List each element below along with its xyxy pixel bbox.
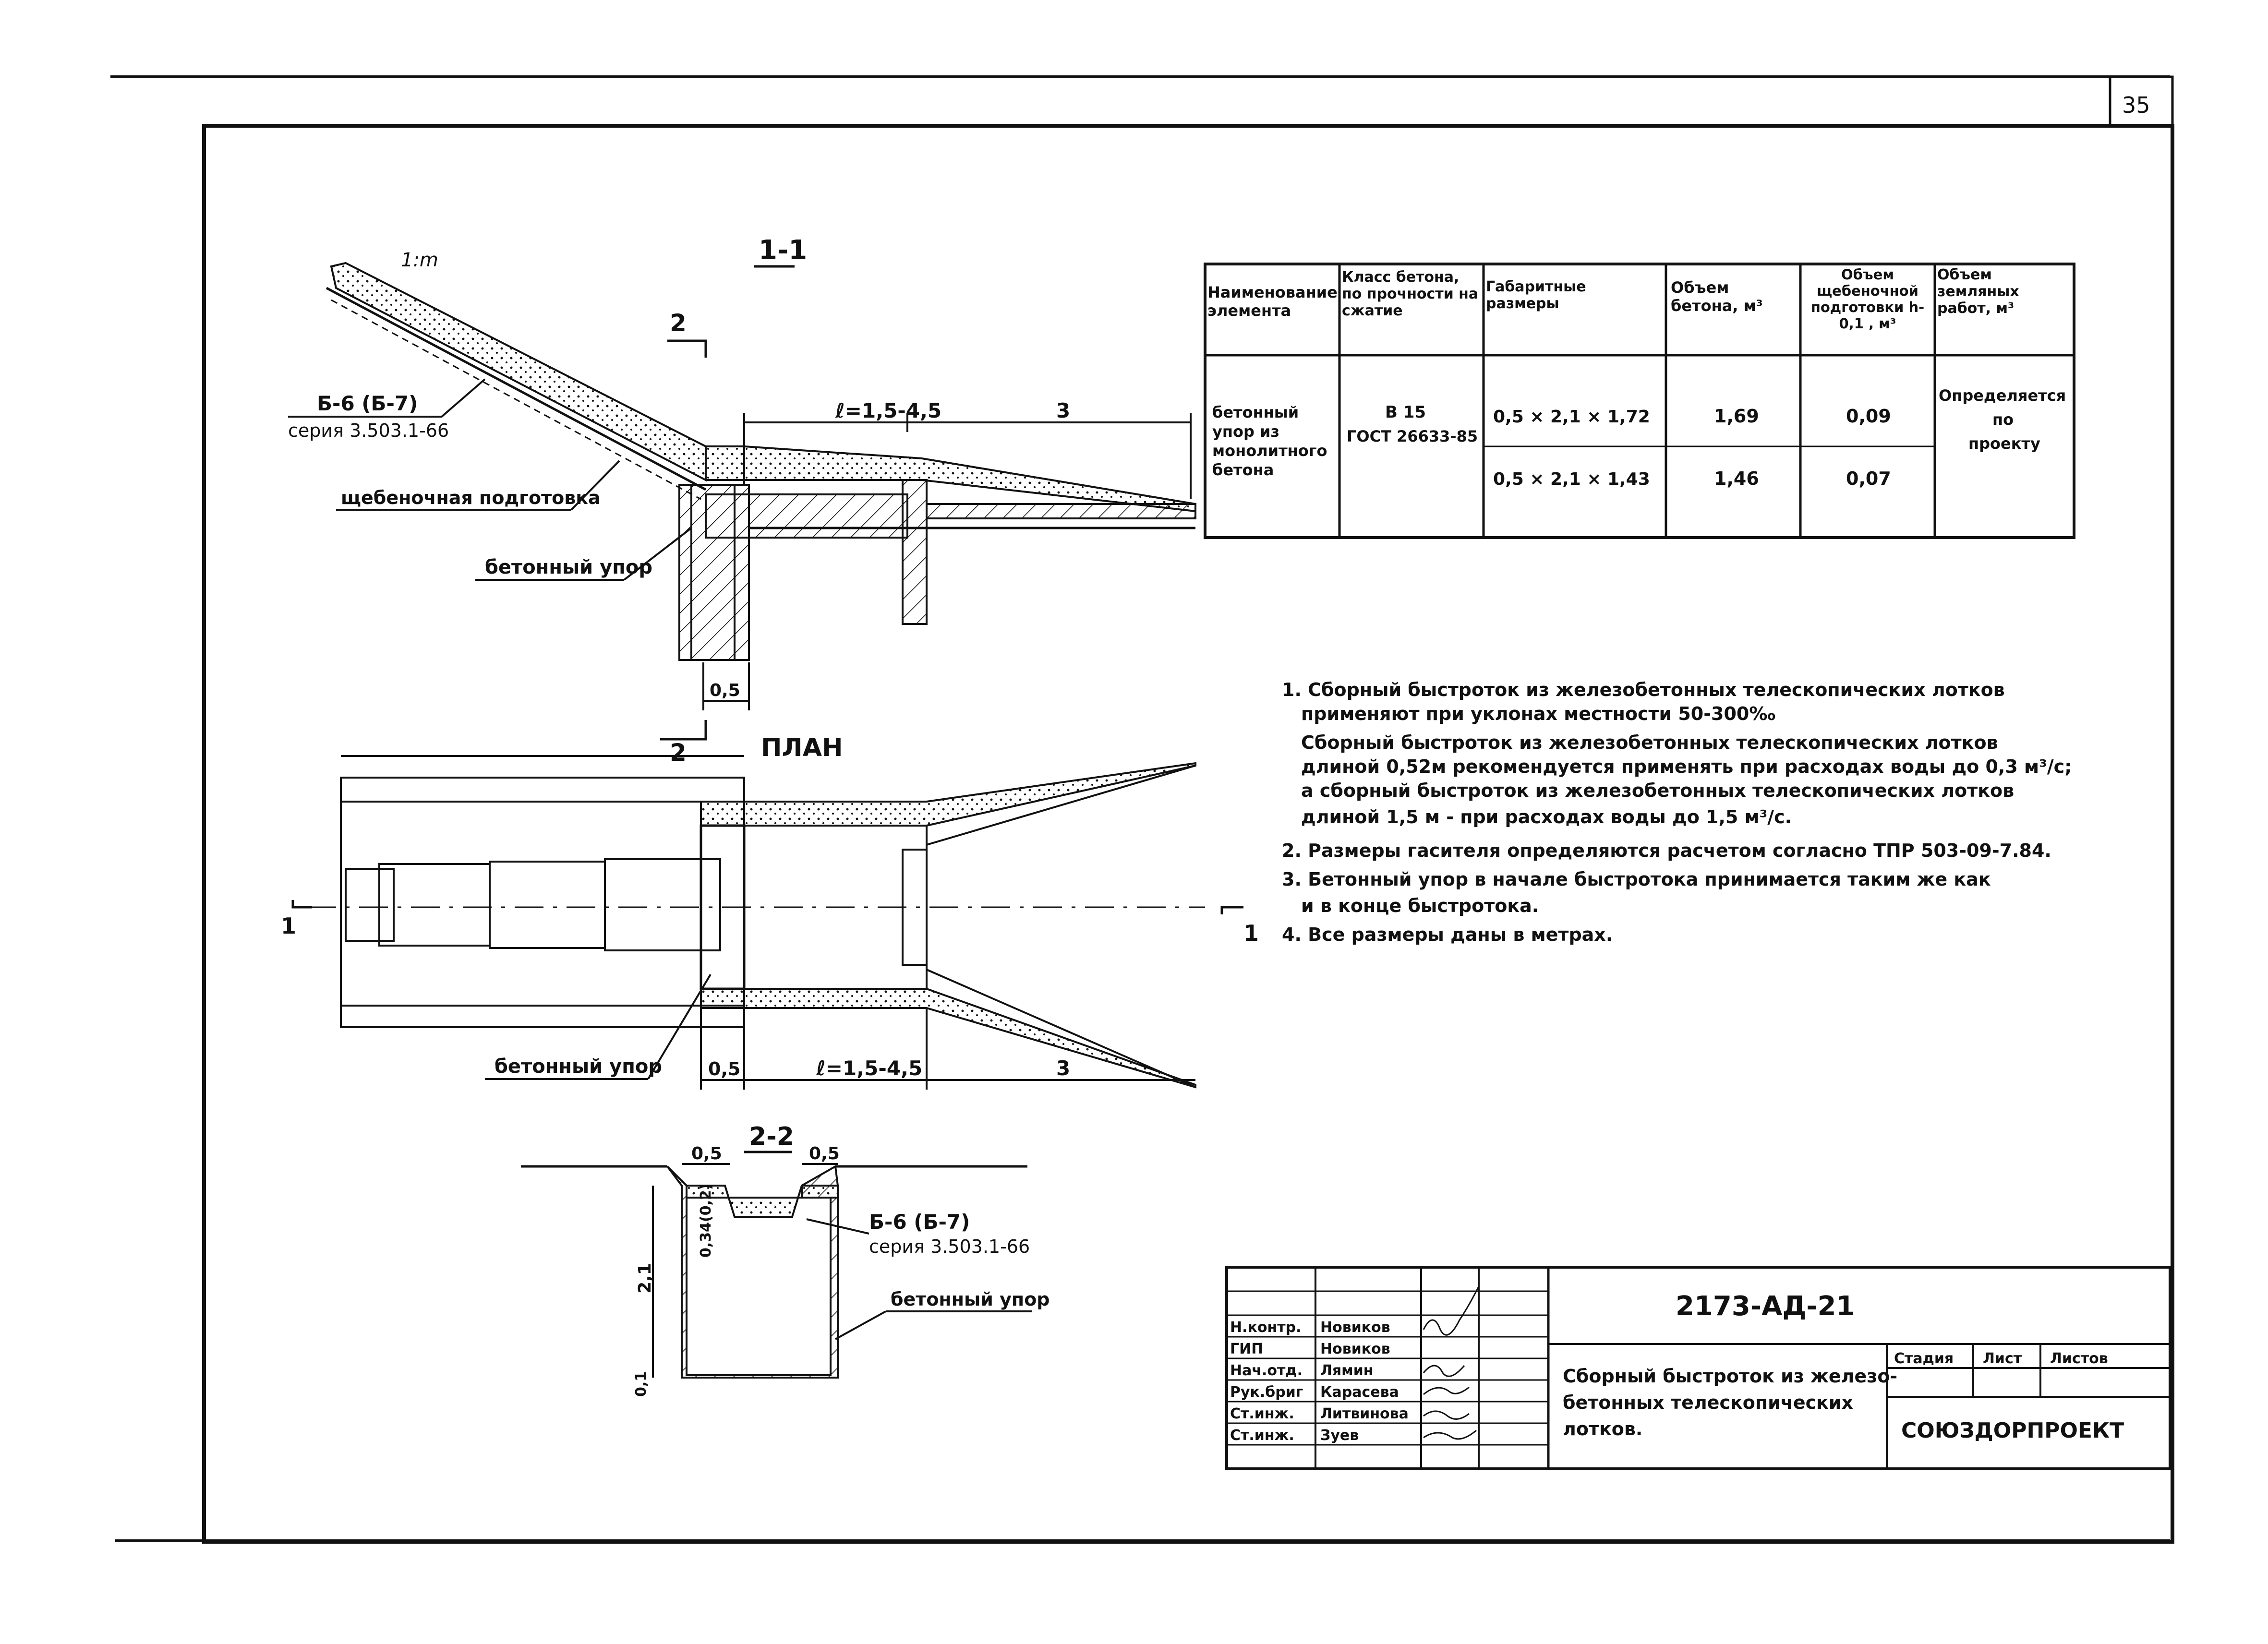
table-header-element: Наименование элемента	[1207, 283, 1337, 320]
row2-concrete: 1,46	[1714, 468, 1759, 489]
series-label-2-2: серия 3.503.1-66	[869, 1236, 1030, 1257]
table-header-earth: Объем земляных работ, м³	[1937, 266, 2019, 317]
plan-cut-left: 1	[281, 913, 296, 939]
sig-name-4: Литвинова	[1320, 1405, 1409, 1422]
sig-role-4: Ст.инж.	[1230, 1405, 1294, 1422]
volume-table: Наименование элемента Класс бетона, по п…	[1204, 263, 2075, 539]
table-header-gravel: Объем щебеночной подготовки h-0,1 , м³	[1810, 266, 1925, 332]
chute-trays	[345, 858, 721, 951]
stamp-sheet: Лист	[1983, 1350, 2022, 1367]
note-line-5: длиной 1,5 м - при расходах воды до 1,5 …	[1301, 806, 1792, 828]
dim-depth: 0,34(0,2)	[698, 1183, 714, 1258]
element-line-2: упор из	[1212, 422, 1279, 441]
section-1-1: 1-1 1:m 2 ℓ=1,5-4,5 3 0,5 Б-6 (Б-7)	[288, 235, 1196, 710]
stop-label-1-1: бетонный упор	[485, 556, 652, 578]
title-line-3: лотков.	[1563, 1418, 1642, 1440]
plan-title: ПЛАН	[761, 733, 843, 762]
plan-view: ПЛАН 2 1 1 0,5 ℓ=1,5	[281, 720, 1259, 1090]
note-line-1: применяют при уклонах местности 50-300‰	[1301, 703, 1775, 724]
note-line-6: 2. Размеры гасителя определяются расчето…	[1282, 840, 2051, 861]
dim-05-left: 0,5	[691, 1144, 722, 1164]
plan-dim-3: 3	[1056, 1056, 1070, 1080]
plan-wall-bottom	[700, 988, 1196, 1089]
note-line-8: и в конце быстротока.	[1301, 895, 1539, 916]
note-line-7: 3. Бетонный упор в начале быстротока при…	[1282, 869, 1991, 890]
plan-wall-top	[700, 762, 1196, 827]
sig-name-2: Лямин	[1320, 1362, 1373, 1379]
note-line-4: а сборный быстроток из железобетонных те…	[1301, 780, 2014, 801]
gravel-label: щебеночная подготовка	[341, 487, 601, 508]
sig-name-1: Новиков	[1320, 1341, 1390, 1357]
row1-gravel: 0,09	[1846, 406, 1891, 427]
plan-dim-l: ℓ=1,5-4,5	[816, 1056, 922, 1080]
concrete-class: В 15	[1385, 403, 1426, 422]
dim-05-right: 0,5	[809, 1144, 840, 1164]
sig-role-1: ГИП	[1230, 1341, 1263, 1357]
title-line-2: бетонных телескопических	[1563, 1392, 1853, 1413]
row1-concrete: 1,69	[1714, 406, 1759, 427]
earth-line-1: Определяется	[1939, 386, 2066, 405]
stamp-stage: Стадия	[1894, 1350, 1954, 1367]
stamp-sheets: Листов	[2050, 1350, 2108, 1367]
organization: СОЮЗДОРПРОЕКТ	[1901, 1418, 2124, 1443]
element-line-4: бетона	[1212, 461, 1274, 479]
dim-3-1-1: 3	[1056, 399, 1070, 422]
note-line-9: 4. Все размеры даны в метрах.	[1282, 924, 1613, 945]
outlet-apron	[926, 503, 1196, 519]
sig-name-0: Новиков	[1320, 1319, 1390, 1336]
earth-line-3: проекту	[1968, 434, 2040, 453]
sig-role-0: Н.контр.	[1230, 1319, 1301, 1336]
cut-mark-2: 2	[670, 309, 687, 337]
plan-cut-right: 1	[1243, 920, 1259, 946]
title-line-1: Сборный быстроток из железо-	[1563, 1366, 1897, 1387]
plan-cut-mark-2: 2	[670, 739, 687, 767]
concrete-gost: ГОСТ 26633-85	[1347, 427, 1478, 445]
table-header-dims: Габаритные размеры	[1486, 278, 1586, 312]
section-1-1-title: 1-1	[759, 235, 807, 266]
sig-name-3: Карасева	[1320, 1384, 1399, 1401]
note-line-3: длиной 0,52м рекомендуется применять при…	[1301, 756, 2072, 777]
doc-code: 2173-АД-21	[1676, 1291, 1855, 1322]
notes: 1. Сборный быстроток из железобетонных т…	[1282, 679, 2072, 945]
slope-label: 1:m	[401, 249, 438, 271]
stop-label-2-2: бетонный упор	[891, 1289, 1050, 1310]
row2-dims: 0,5 × 2,1 × 1,43	[1493, 469, 1650, 489]
row1-dims: 0,5 × 2,1 × 1,72	[1493, 407, 1650, 427]
earth-line-2: по	[1992, 410, 2014, 429]
dim-05-1-1: 0,5	[710, 681, 740, 700]
block-label-1-1: Б-6 (Б-7)	[317, 392, 418, 415]
sig-role-3: Рук.бриг	[1230, 1384, 1303, 1401]
sig-role-2: Нач.отд.	[1230, 1362, 1303, 1379]
block-label-2-2: Б-6 (Б-7)	[869, 1210, 970, 1234]
page-number: 35	[2122, 92, 2150, 118]
sig-role-5: Ст.инж.	[1230, 1427, 1294, 1444]
slope-chute-lining	[330, 262, 707, 482]
table-header-concrete: Объем бетона, м³	[1671, 278, 1763, 315]
section-2-2: 2-2 0,5 0,5 2,1 0,34(0,2) 0,1 Б-6 (Б-7) …	[521, 1122, 1050, 1397]
sheet-frame	[110, 75, 2174, 1544]
sig-name-5: Зуев	[1320, 1427, 1359, 1444]
section-2-2-title: 2-2	[749, 1122, 794, 1151]
table-header-class: Класс бетона, по прочности на сжатие	[1342, 269, 1479, 319]
series-label-1-1: серия 3.503.1-66	[288, 420, 449, 441]
title-block: Н.контр. Новиков ГИП Новиков Нач.отд. Ля…	[1225, 1266, 2171, 1470]
element-line-1: бетонный	[1212, 403, 1299, 421]
basin-floor	[705, 493, 908, 539]
dim-l-1-1: ℓ=1,5-4,5	[835, 399, 941, 422]
element-line-3: монолитного	[1212, 442, 1327, 460]
note-line-0: 1. Сборный быстроток из железобетонных т…	[1282, 679, 2005, 700]
plan-stop-label: бетонный упор	[495, 1056, 662, 1078]
note-line-2: Сборный быстроток из железобетонных теле…	[1301, 732, 1998, 753]
dim-height: 2,1	[635, 1263, 655, 1294]
end-wall	[902, 479, 928, 625]
dim-bottom: 0,1	[633, 1371, 650, 1397]
signature-scribbles	[1423, 1286, 1480, 1440]
plan-dim-05: 0,5	[708, 1058, 740, 1080]
section-2-2-tray	[686, 1185, 839, 1218]
row2-gravel: 0,07	[1846, 468, 1891, 489]
